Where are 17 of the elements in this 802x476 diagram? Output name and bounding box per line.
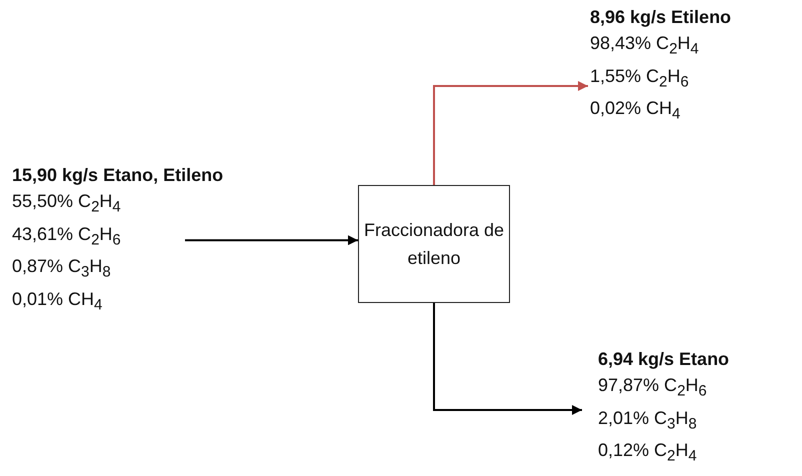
flow-arrow	[433, 81, 588, 185]
composition-text: 43,61% C$_{2}$H$_{6}$	[12, 222, 122, 250]
stream-heading: 15,90 kg/s Etano, Etileno	[12, 164, 224, 187]
composition-text: 97,87% C$_{2}$H$_{6}$	[598, 374, 708, 402]
composition-text: 0,12% C$_{2}$H$_{4}$	[598, 439, 698, 467]
stream-heading: 6,94 kg/s Etano	[598, 348, 730, 371]
composition-text: 0,01% CH$_{4}$	[12, 288, 104, 316]
process-box: Fraccionadora de etileno	[358, 185, 510, 303]
flow-arrow	[185, 235, 358, 246]
composition-text: 98,43% C$_{2}$H$_{4}$	[590, 32, 700, 60]
composition-text: 1,55% C$_{2}$H$_{6}$	[590, 64, 690, 92]
composition-text: 0,02% CH$_{4}$	[590, 97, 682, 125]
flow-arrow	[433, 303, 582, 415]
stream-heading: 8,96 kg/s Etileno	[590, 6, 732, 29]
composition-text: 55,50% C$_{2}$H$_{4}$	[12, 190, 122, 218]
composition-text: 2,01% C$_{3}$H$_{8}$	[598, 406, 698, 434]
composition-text: 0,87% C$_{3}$H$_{8}$	[12, 255, 112, 283]
